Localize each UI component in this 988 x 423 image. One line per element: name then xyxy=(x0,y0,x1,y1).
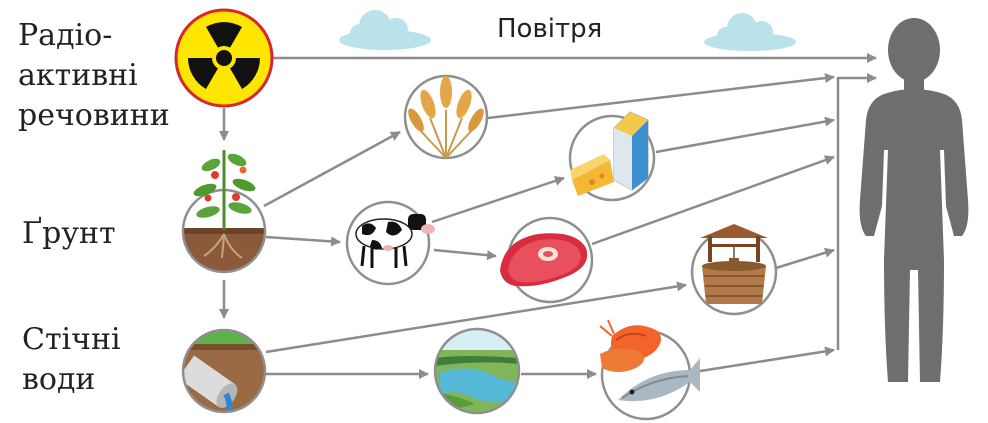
plant-in-soil-icon xyxy=(181,150,267,274)
human-silhouette-icon xyxy=(859,18,969,382)
river-icon xyxy=(433,327,521,415)
well-icon xyxy=(690,224,778,316)
cloud-icon xyxy=(704,13,796,51)
arrow-cow-dairy xyxy=(431,176,565,224)
arrow-fish-collector xyxy=(693,346,835,374)
cow-icon xyxy=(345,200,435,286)
arrow-soil-wheat xyxy=(263,130,401,208)
shrimp-fish-icon xyxy=(599,319,700,421)
arrow-cow-meat xyxy=(433,248,497,261)
label-wastewater-line1: Стічні xyxy=(22,322,121,357)
arrow-soil-cow xyxy=(265,235,341,247)
arrow-wheat-collector xyxy=(487,73,835,120)
label-air: Повітря xyxy=(497,14,603,44)
arrow-wastewater-well xyxy=(265,281,687,354)
wheat-icon xyxy=(403,74,489,160)
label-soil: Ґрунт xyxy=(22,216,116,251)
arrow-well-collector xyxy=(775,247,835,270)
meat-icon xyxy=(500,216,594,304)
arrow-dairy-collector xyxy=(655,116,835,154)
cloud-icon xyxy=(339,10,431,50)
label-radioactive-line2: активні xyxy=(18,58,138,93)
sewer-pipe-icon xyxy=(181,328,267,414)
label-wastewater: Стічні води xyxy=(22,320,121,400)
arrow-meat-collector xyxy=(591,155,835,246)
label-radioactive-line3: речовини xyxy=(18,98,170,133)
radiation-icon xyxy=(174,8,274,108)
label-wastewater-line2: води xyxy=(22,362,96,397)
label-radioactive: Радіо- активні речовини xyxy=(18,16,170,136)
arrows xyxy=(219,53,877,379)
label-radioactive-line1: Радіо- xyxy=(18,18,113,53)
milk-cheese-icon xyxy=(568,111,656,202)
